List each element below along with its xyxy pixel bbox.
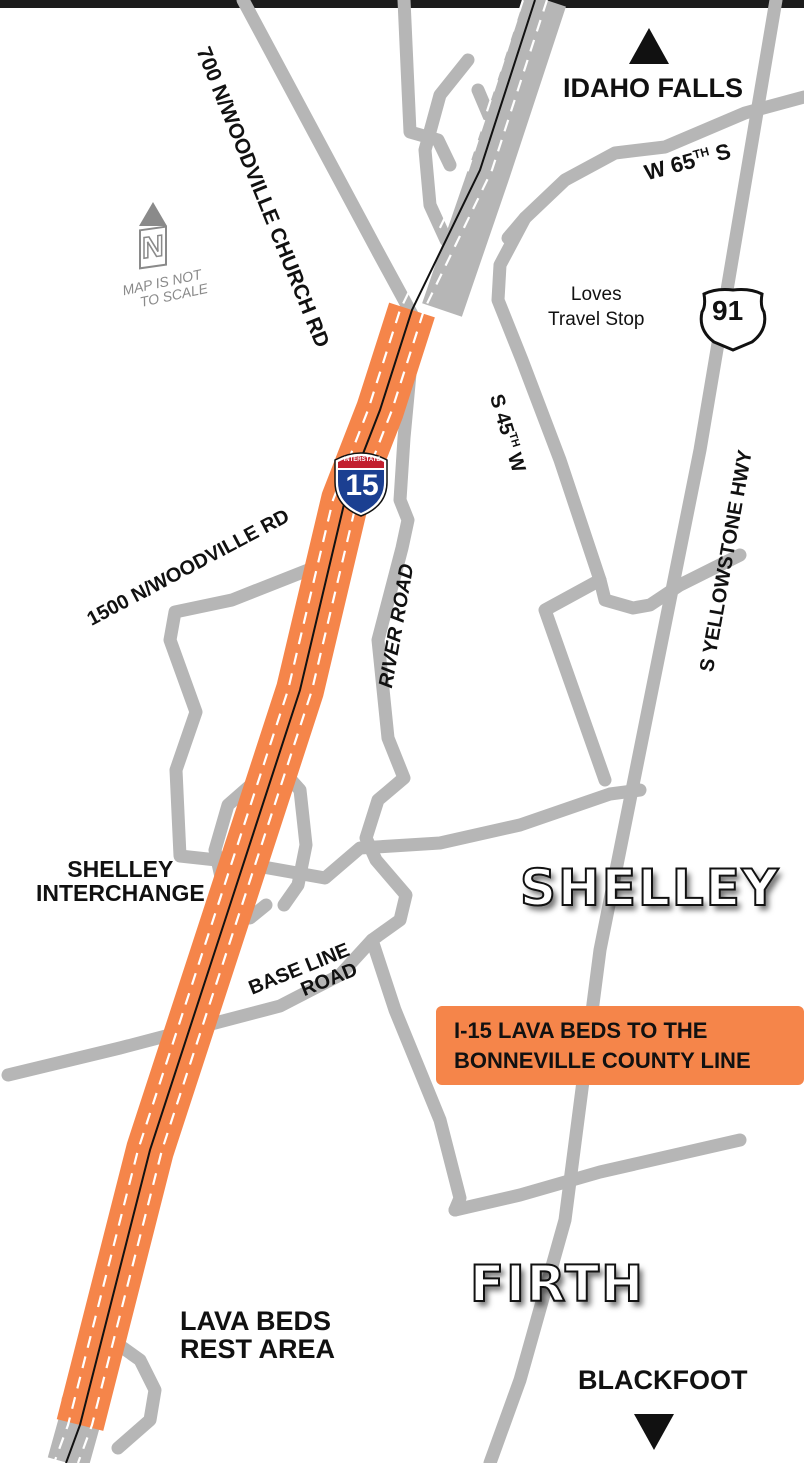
north-arrow-icon [139, 202, 167, 270]
arrow-down-icon [634, 1414, 674, 1450]
label-shelley-interchange: SHELLEY INTERCHANGE [36, 857, 205, 905]
label-blackfoot: BLACKFOOT [578, 1365, 748, 1395]
project-callout-line-1: I-15 LAVA BEDS TO THE [454, 1018, 708, 1043]
road-south-loop [538, 573, 612, 787]
lane-line-west [52, 0, 525, 1463]
label-north: N [141, 229, 164, 267]
label-firth-city: FIRTH [469, 1255, 645, 1313]
road-lava-loop-east [105, 1333, 162, 1455]
label-lava-beds-1: LAVA BEDS [180, 1306, 332, 1336]
label-interstate-number: 15 [345, 469, 379, 502]
label-interstate-banner: INTERSTATE [343, 457, 381, 463]
project-callout-line-2: BONNEVILLE COUNTY LINE [454, 1048, 751, 1073]
lane-line-east [76, 0, 549, 1463]
label-loves-travel-stop: Loves Travel Stop [548, 283, 644, 332]
project-callout: I-15 LAVA BEDS TO THE BONNEVILLE COUNTY … [436, 1006, 804, 1085]
label-lava-beds-2: REST AREA [180, 1334, 336, 1365]
label-lava-beds-rest-area: LAVA BEDS REST AREA [180, 1307, 335, 1364]
label-idaho-falls: IDAHO FALLS [563, 73, 743, 103]
road-firth-east [448, 1133, 747, 1217]
us-route-shield-icon [699, 288, 767, 352]
arrow-up-icon [629, 28, 669, 64]
label-shelley-interchange-2: INTERCHANGE [36, 880, 205, 907]
road-us-91 [483, 0, 783, 1463]
label-shelley-interchange-1: SHELLEY [67, 856, 174, 882]
label-shelley-city: SHELLEY [519, 859, 781, 917]
road-woodville-church [236, 0, 467, 1217]
i15-north-extension [422, 0, 566, 317]
label-us-91: 91 [712, 295, 744, 326]
road-woodville-rd [163, 563, 647, 885]
interstate-shield-icon [334, 452, 388, 517]
road-north-loop-west [418, 53, 475, 247]
label-loves-2: Travel Stop [548, 308, 645, 330]
label-loves-1: Loves [570, 284, 622, 305]
median-line [65, 0, 536, 1463]
road-base-line [1, 933, 379, 1082]
